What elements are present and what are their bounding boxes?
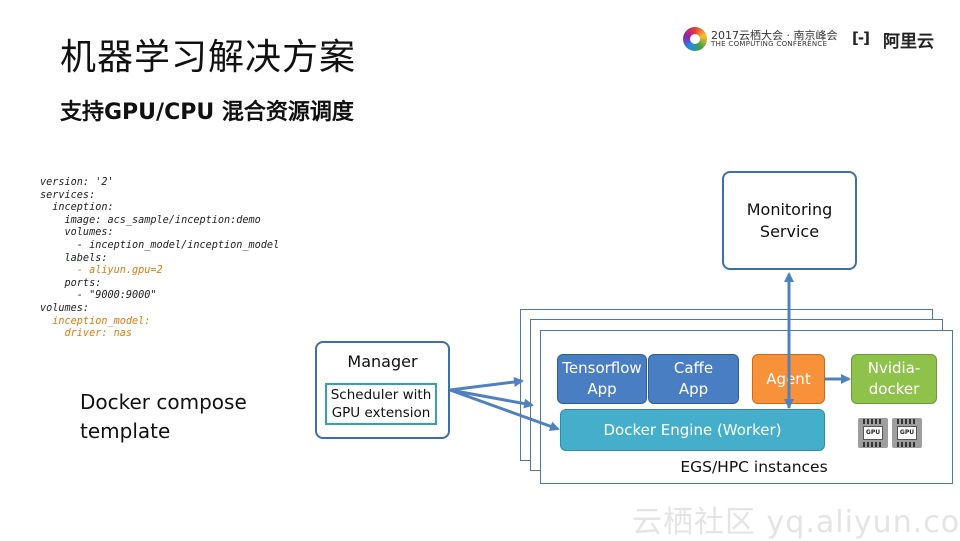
nvidia-docker-label-line2: docker	[868, 380, 920, 398]
scheduler-label-line1: Scheduler with	[330, 387, 432, 403]
conference-logo: 2017云栖大会 · 南京峰会 THE COMPUTING CONFERENCE	[683, 25, 837, 53]
scheduler-box: Scheduler with GPU extension	[325, 383, 437, 425]
compose-template-label-line1: Docker compose	[80, 390, 247, 414]
tensorflow-app-label-line2: App	[587, 380, 617, 398]
conference-logo-title: 2017云栖大会 · 南京峰会	[711, 29, 838, 42]
arrow-manager-to-instance-back	[449, 377, 524, 392]
page-subtitle: 支持GPU/CPU 混合资源调度	[60, 100, 354, 125]
monitoring-service-box: Monitoring Service	[722, 171, 857, 270]
nvidia-docker-label-line1: Nvidia-	[867, 359, 921, 377]
conference-logo-icon	[683, 27, 707, 51]
caffe-app-label-line2: App	[678, 380, 709, 398]
code-line-gpu-label: - aliyun.gpu=2	[40, 265, 163, 277]
caffe-app-box: Caffe App	[648, 354, 739, 404]
compose-code-block: version: '2' services: inception: image:…	[40, 177, 279, 341]
monitoring-service-label-line2: Service	[759, 221, 820, 241]
code-line: labels:	[40, 252, 108, 264]
aliyun-logo-text: 阿里云	[883, 32, 934, 52]
code-line: version: '2'	[40, 177, 114, 188]
tensorflow-app-label-line1: Tensorflow	[562, 359, 642, 377]
manager-label: Manager	[347, 352, 418, 371]
docker-engine-box: Docker Engine (Worker)	[560, 409, 825, 451]
gpu-chip-label: GPU	[863, 426, 883, 440]
gpu-chip-icon: GPU	[892, 418, 922, 448]
docker-engine-label: Docker Engine (Worker)	[603, 421, 782, 439]
monitoring-service-label-line1: Monitoring	[746, 199, 833, 219]
compose-template-label: Docker compose template	[80, 388, 247, 446]
code-line: - inception_model/inception_model	[40, 239, 280, 251]
code-line: volumes:	[40, 302, 90, 314]
page-title: 机器学习解决方案	[60, 37, 357, 78]
watermark: 云栖社区 yq.aliyun.com	[632, 505, 960, 540]
code-line: inception:	[40, 202, 114, 214]
nvidia-docker-box: Nvidia- docker	[851, 354, 937, 404]
code-line: services:	[40, 189, 96, 201]
gpu-chips: GPU GPU	[856, 418, 926, 450]
compose-template-label-line2: template	[80, 419, 171, 443]
instances-label: EGS/HPC instances	[680, 458, 828, 476]
conference-logo-subtitle: THE COMPUTING CONFERENCE	[711, 40, 828, 48]
code-line-volume-name: inception_model:	[40, 315, 151, 327]
scheduler-label-line2: GPU extension	[331, 405, 431, 421]
aliyun-logo: [-] 阿里云	[852, 27, 942, 52]
code-line: - "9000:9000"	[40, 290, 157, 302]
arrow-manager-to-instance-middle	[449, 388, 534, 409]
arrow-manager-to-docker-engine	[449, 388, 560, 431]
code-line-volume-driver: driver: nas	[40, 328, 133, 340]
code-line: image: acs_sample/inception:demo	[40, 214, 261, 226]
tensorflow-app-box: Tensorflow App	[557, 354, 647, 404]
caffe-app-label-line1: Caffe	[673, 359, 714, 377]
gpu-chip-icon: GPU	[858, 418, 888, 448]
code-line: volumes:	[40, 227, 114, 239]
aliyun-logo-icon: [-]	[852, 29, 870, 47]
gpu-chip-label: GPU	[897, 426, 917, 440]
code-line: ports:	[40, 277, 102, 289]
